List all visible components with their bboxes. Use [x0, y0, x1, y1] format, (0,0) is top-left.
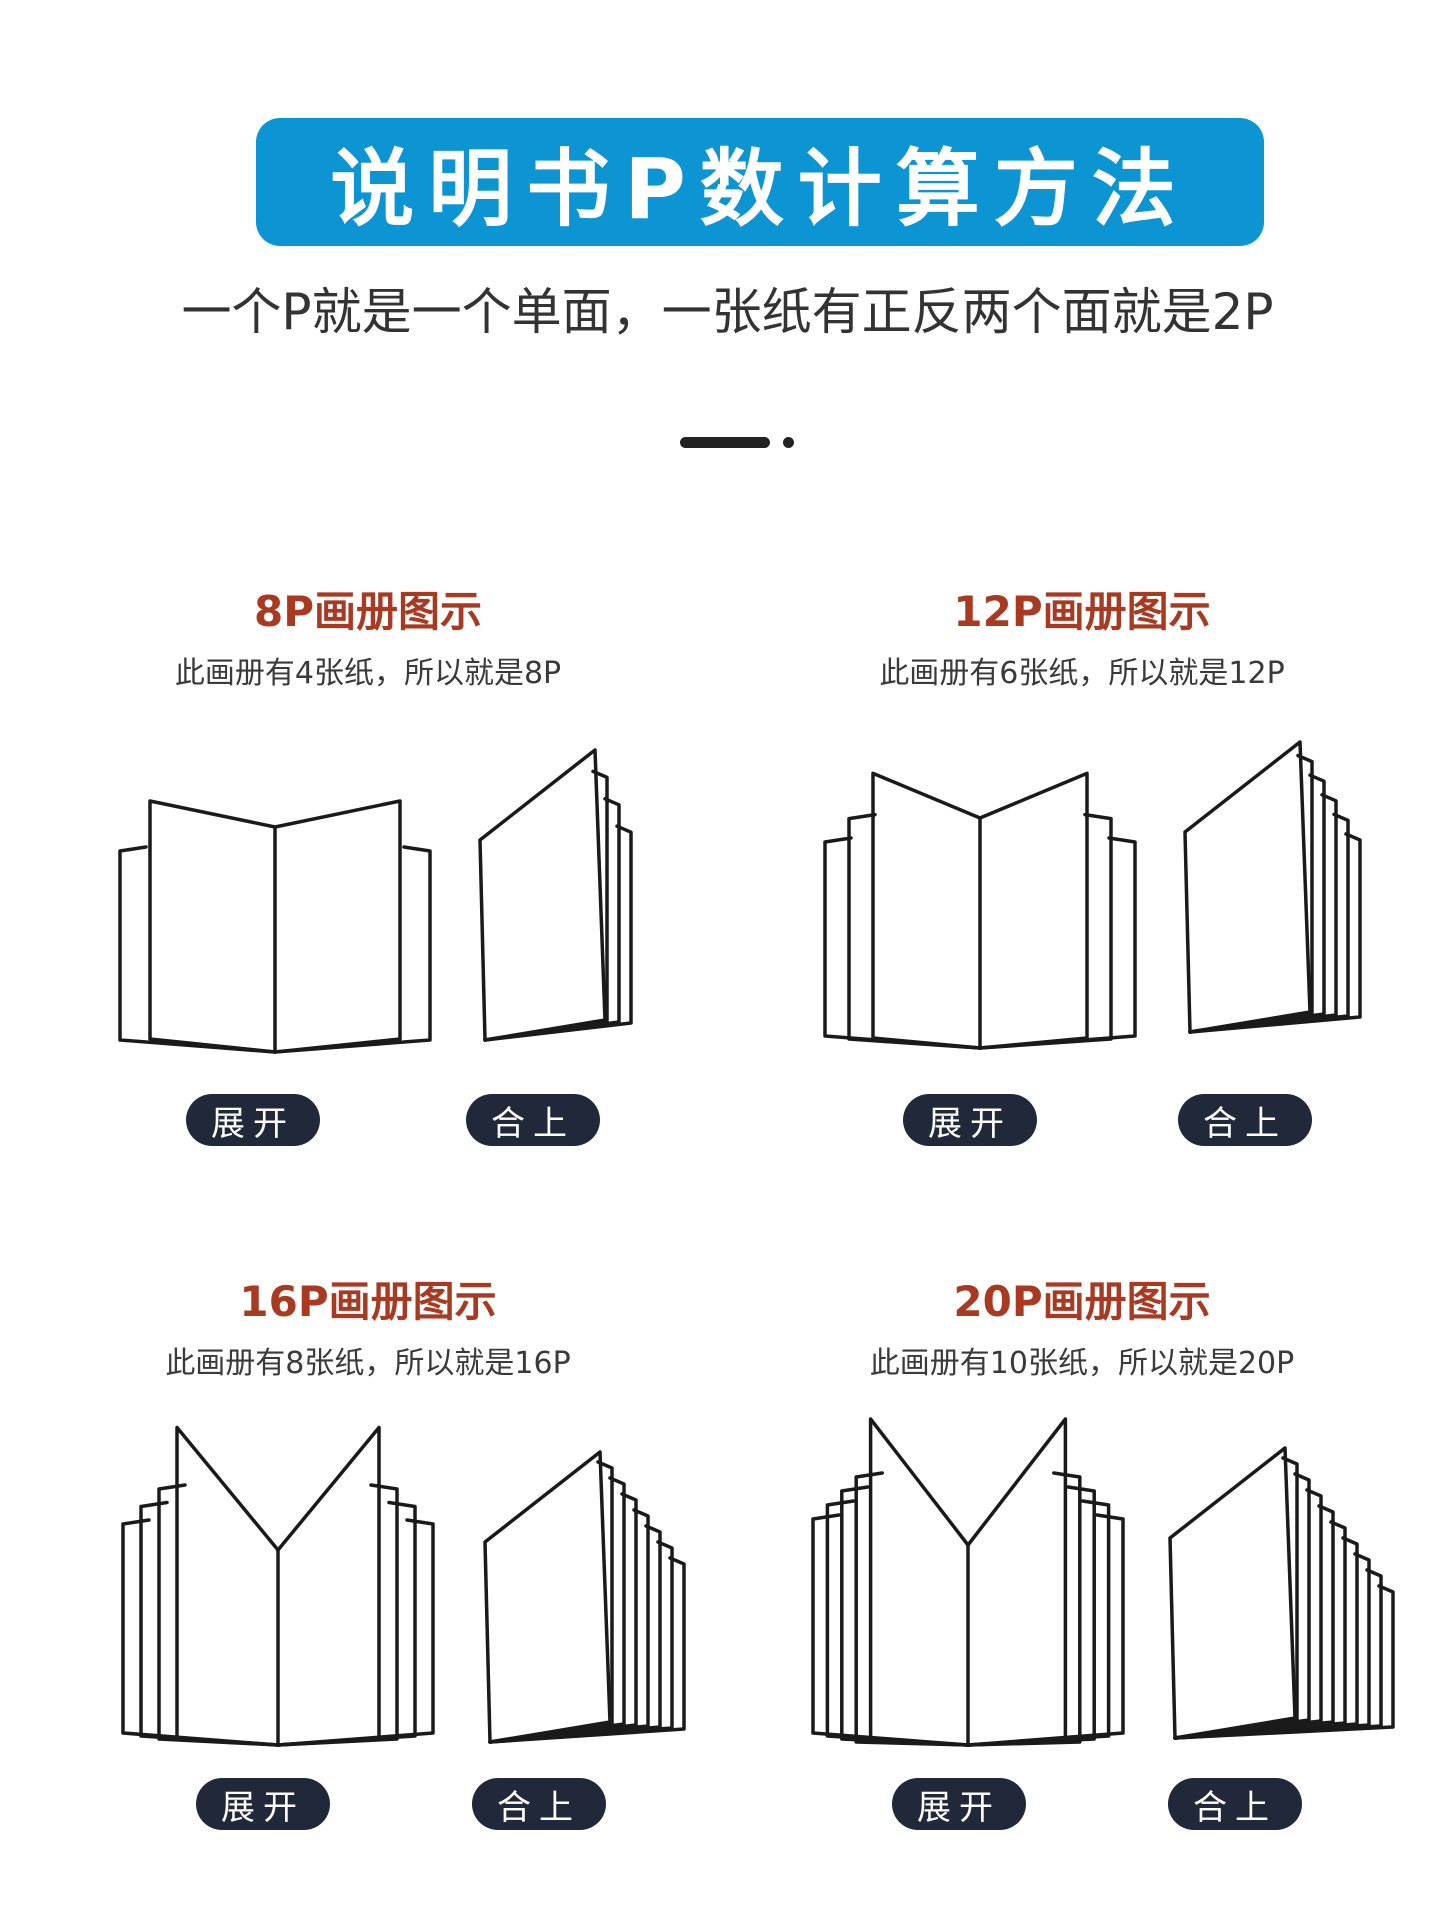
page-edge	[966, 1471, 1082, 1747]
closed-label-8p: 合上	[466, 1094, 600, 1146]
section-title-20p: 20P画册图示	[953, 1277, 1211, 1326]
section-desc-12p: 此画册有6张纸，所以就是12P	[879, 656, 1285, 691]
page-edge	[840, 1485, 970, 1747]
closed-page	[488, 1524, 662, 1744]
closed-page	[488, 1540, 674, 1744]
open-label-16p: 展开	[196, 1778, 330, 1830]
title-banner: 说明书P数计算方法	[256, 118, 1264, 246]
open-label-8p: 展开	[186, 1094, 320, 1146]
page-edge	[978, 812, 1113, 1050]
divider-dot	[783, 437, 794, 448]
page-edge	[871, 771, 982, 1050]
closed-page	[488, 1460, 614, 1744]
closed-page	[1173, 1584, 1395, 1740]
closed-page	[483, 797, 621, 1042]
page-edge	[966, 1485, 1096, 1747]
page-edge	[978, 836, 1137, 1050]
page-edge	[273, 845, 432, 1054]
closed-page	[1173, 1520, 1347, 1740]
page-edge	[825, 1499, 970, 1747]
closed-page	[1188, 812, 1350, 1034]
page-edge	[978, 771, 1089, 1050]
page-edge	[868, 1417, 970, 1747]
page-edge	[276, 1500, 417, 1747]
page-edge	[854, 1471, 970, 1747]
page-edge	[139, 1500, 280, 1747]
closed-cover	[1168, 1446, 1297, 1740]
closed-label-12p: 合上	[1178, 1094, 1312, 1146]
closed-page	[488, 1492, 638, 1744]
section-title-16p: 16P画册图示	[239, 1277, 497, 1326]
page-title: 说明书P数计算方法	[330, 139, 1190, 238]
closed-page	[1173, 1568, 1383, 1740]
closed-page	[1173, 1456, 1299, 1740]
section-title-8p: 8P画册图示	[253, 587, 482, 636]
closed-page	[483, 824, 633, 1042]
closed-page	[488, 1508, 650, 1744]
page-edge	[823, 836, 982, 1050]
page-subtitle: 一个P就是一个单面，一张纸有正反两个面就是2P	[181, 283, 1274, 341]
divider-bar	[680, 437, 770, 448]
closed-label-16p: 合上	[472, 1778, 606, 1830]
page-edge	[966, 1513, 1125, 1747]
section-title-12p: 12P画册图示	[953, 587, 1211, 636]
page-edge	[276, 1483, 399, 1747]
closed-cover	[1183, 740, 1312, 1034]
closed-page	[1188, 773, 1326, 1034]
closed-page	[1188, 793, 1338, 1034]
section-desc-20p: 此画册有10张纸，所以就是20P	[869, 1346, 1295, 1381]
page-edge	[118, 845, 277, 1054]
closed-page	[488, 1476, 626, 1744]
closed-page	[1188, 753, 1314, 1034]
open-label-20p: 展开	[892, 1778, 1026, 1830]
closed-page	[488, 1556, 686, 1744]
page-edge	[966, 1417, 1068, 1747]
closed-page	[1173, 1488, 1323, 1740]
closed-page	[483, 769, 609, 1042]
page-edge	[121, 1518, 280, 1747]
page-edge	[148, 799, 277, 1054]
closed-page	[1173, 1552, 1371, 1740]
page-edge	[175, 1425, 280, 1747]
page-edge	[276, 1425, 381, 1747]
closed-page	[1173, 1536, 1359, 1740]
section-desc-8p: 此画册有4张纸，所以就是8P	[174, 656, 562, 691]
open-label-12p: 展开	[903, 1094, 1037, 1146]
page-edge	[966, 1499, 1111, 1747]
closed-page	[1173, 1504, 1335, 1740]
page-edge	[847, 812, 982, 1050]
page-edge	[273, 799, 402, 1054]
closed-label-20p: 合上	[1168, 1778, 1302, 1830]
closed-cover	[483, 1450, 612, 1744]
page-edge	[811, 1513, 970, 1747]
page-edge	[157, 1483, 280, 1747]
closed-page	[1188, 832, 1362, 1034]
page-edge	[276, 1518, 435, 1747]
section-desc-16p: 此画册有8张纸，所以就是16P	[165, 1346, 571, 1381]
closed-page	[1173, 1472, 1311, 1740]
closed-cover	[478, 748, 607, 1042]
